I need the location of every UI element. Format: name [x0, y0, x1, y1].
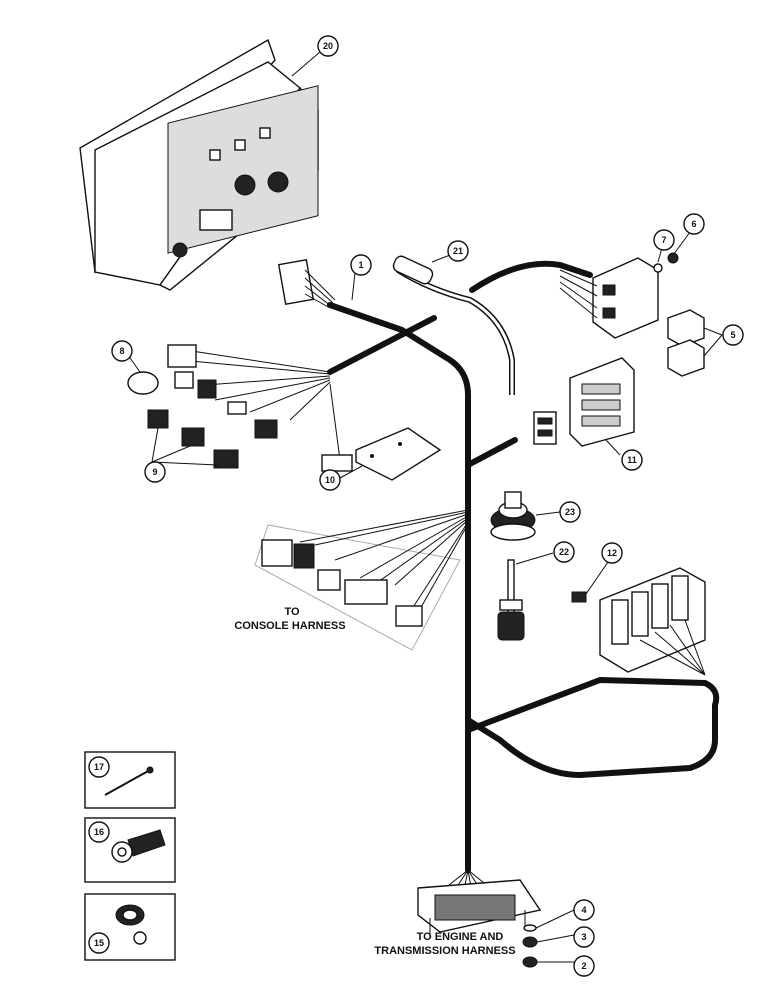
- screw-and-washer: [653, 252, 679, 273]
- svg-text:11: 11: [627, 455, 637, 465]
- callout-20: 20: [317, 35, 339, 57]
- svg-text:17: 17: [94, 762, 104, 772]
- fuse-clip: [571, 591, 587, 603]
- callout-5: 5: [722, 324, 744, 346]
- relay-connector: [559, 257, 659, 339]
- nuts-and-washers: [522, 924, 538, 968]
- svg-text:23: 23: [565, 507, 575, 517]
- svg-text:1: 1: [358, 260, 363, 270]
- engine-harness-connector: [417, 869, 542, 935]
- callout-21: 21: [447, 240, 469, 262]
- callout-17: 17: [88, 756, 110, 778]
- callout-16: 16: [88, 821, 110, 843]
- callout-15: 15: [88, 932, 110, 954]
- fuse-panel: [569, 357, 635, 447]
- engine-caption-line1: TO ENGINE AND: [417, 931, 504, 943]
- svg-text:2: 2: [581, 961, 586, 971]
- svg-text:9: 9: [152, 467, 157, 477]
- svg-text:15: 15: [94, 938, 104, 948]
- console-caption-line2: CONSOLE HARNESS: [234, 620, 345, 632]
- svg-text:6: 6: [691, 219, 696, 229]
- svg-text:10: 10: [325, 475, 335, 485]
- engine-caption-line2: TRANSMISSION HARNESS: [374, 945, 515, 957]
- console-caption-line1: TO: [284, 606, 300, 618]
- multi-connector-block: [599, 567, 706, 676]
- callout-12: 12: [601, 542, 623, 564]
- callout-7: 7: [653, 229, 675, 251]
- svg-text:20: 20: [323, 41, 333, 51]
- svg-text:8: 8: [119, 346, 124, 356]
- svg-text:7: 7: [661, 235, 666, 245]
- relays: [667, 309, 705, 377]
- instrument-cluster: [79, 38, 319, 291]
- svg-text:3: 3: [581, 932, 586, 942]
- branch-connector: [533, 411, 557, 445]
- callout-9: 9: [144, 461, 166, 483]
- svg-text:5: 5: [730, 330, 735, 340]
- grommet: [490, 491, 536, 541]
- probe-sensor: [392, 255, 515, 395]
- callout-1: 1: [350, 254, 372, 276]
- harness-top-connector: [277, 259, 336, 309]
- callout-6: 6: [683, 213, 705, 235]
- svg-text:21: 21: [453, 246, 463, 256]
- svg-text:4: 4: [581, 905, 586, 915]
- leader-lines: [129, 51, 723, 963]
- callout-8: 8: [111, 340, 133, 362]
- sensor-knob: [497, 559, 525, 641]
- callout-4: 4: [573, 899, 595, 921]
- callout-3: 3: [573, 926, 595, 948]
- electronic-module: [355, 427, 442, 481]
- svg-text:16: 16: [94, 827, 104, 837]
- callout-2: 2: [573, 955, 595, 977]
- main-harness: [327, 260, 720, 873]
- svg-text:12: 12: [607, 548, 617, 558]
- callout-10: 10: [319, 469, 341, 491]
- svg-text:22: 22: [559, 547, 569, 557]
- left-connectors: [127, 344, 353, 472]
- callout-23: 23: [559, 501, 581, 523]
- callout-11: 11: [621, 449, 643, 471]
- console-harness-connectors: [254, 509, 469, 651]
- callout-22: 22: [553, 541, 575, 563]
